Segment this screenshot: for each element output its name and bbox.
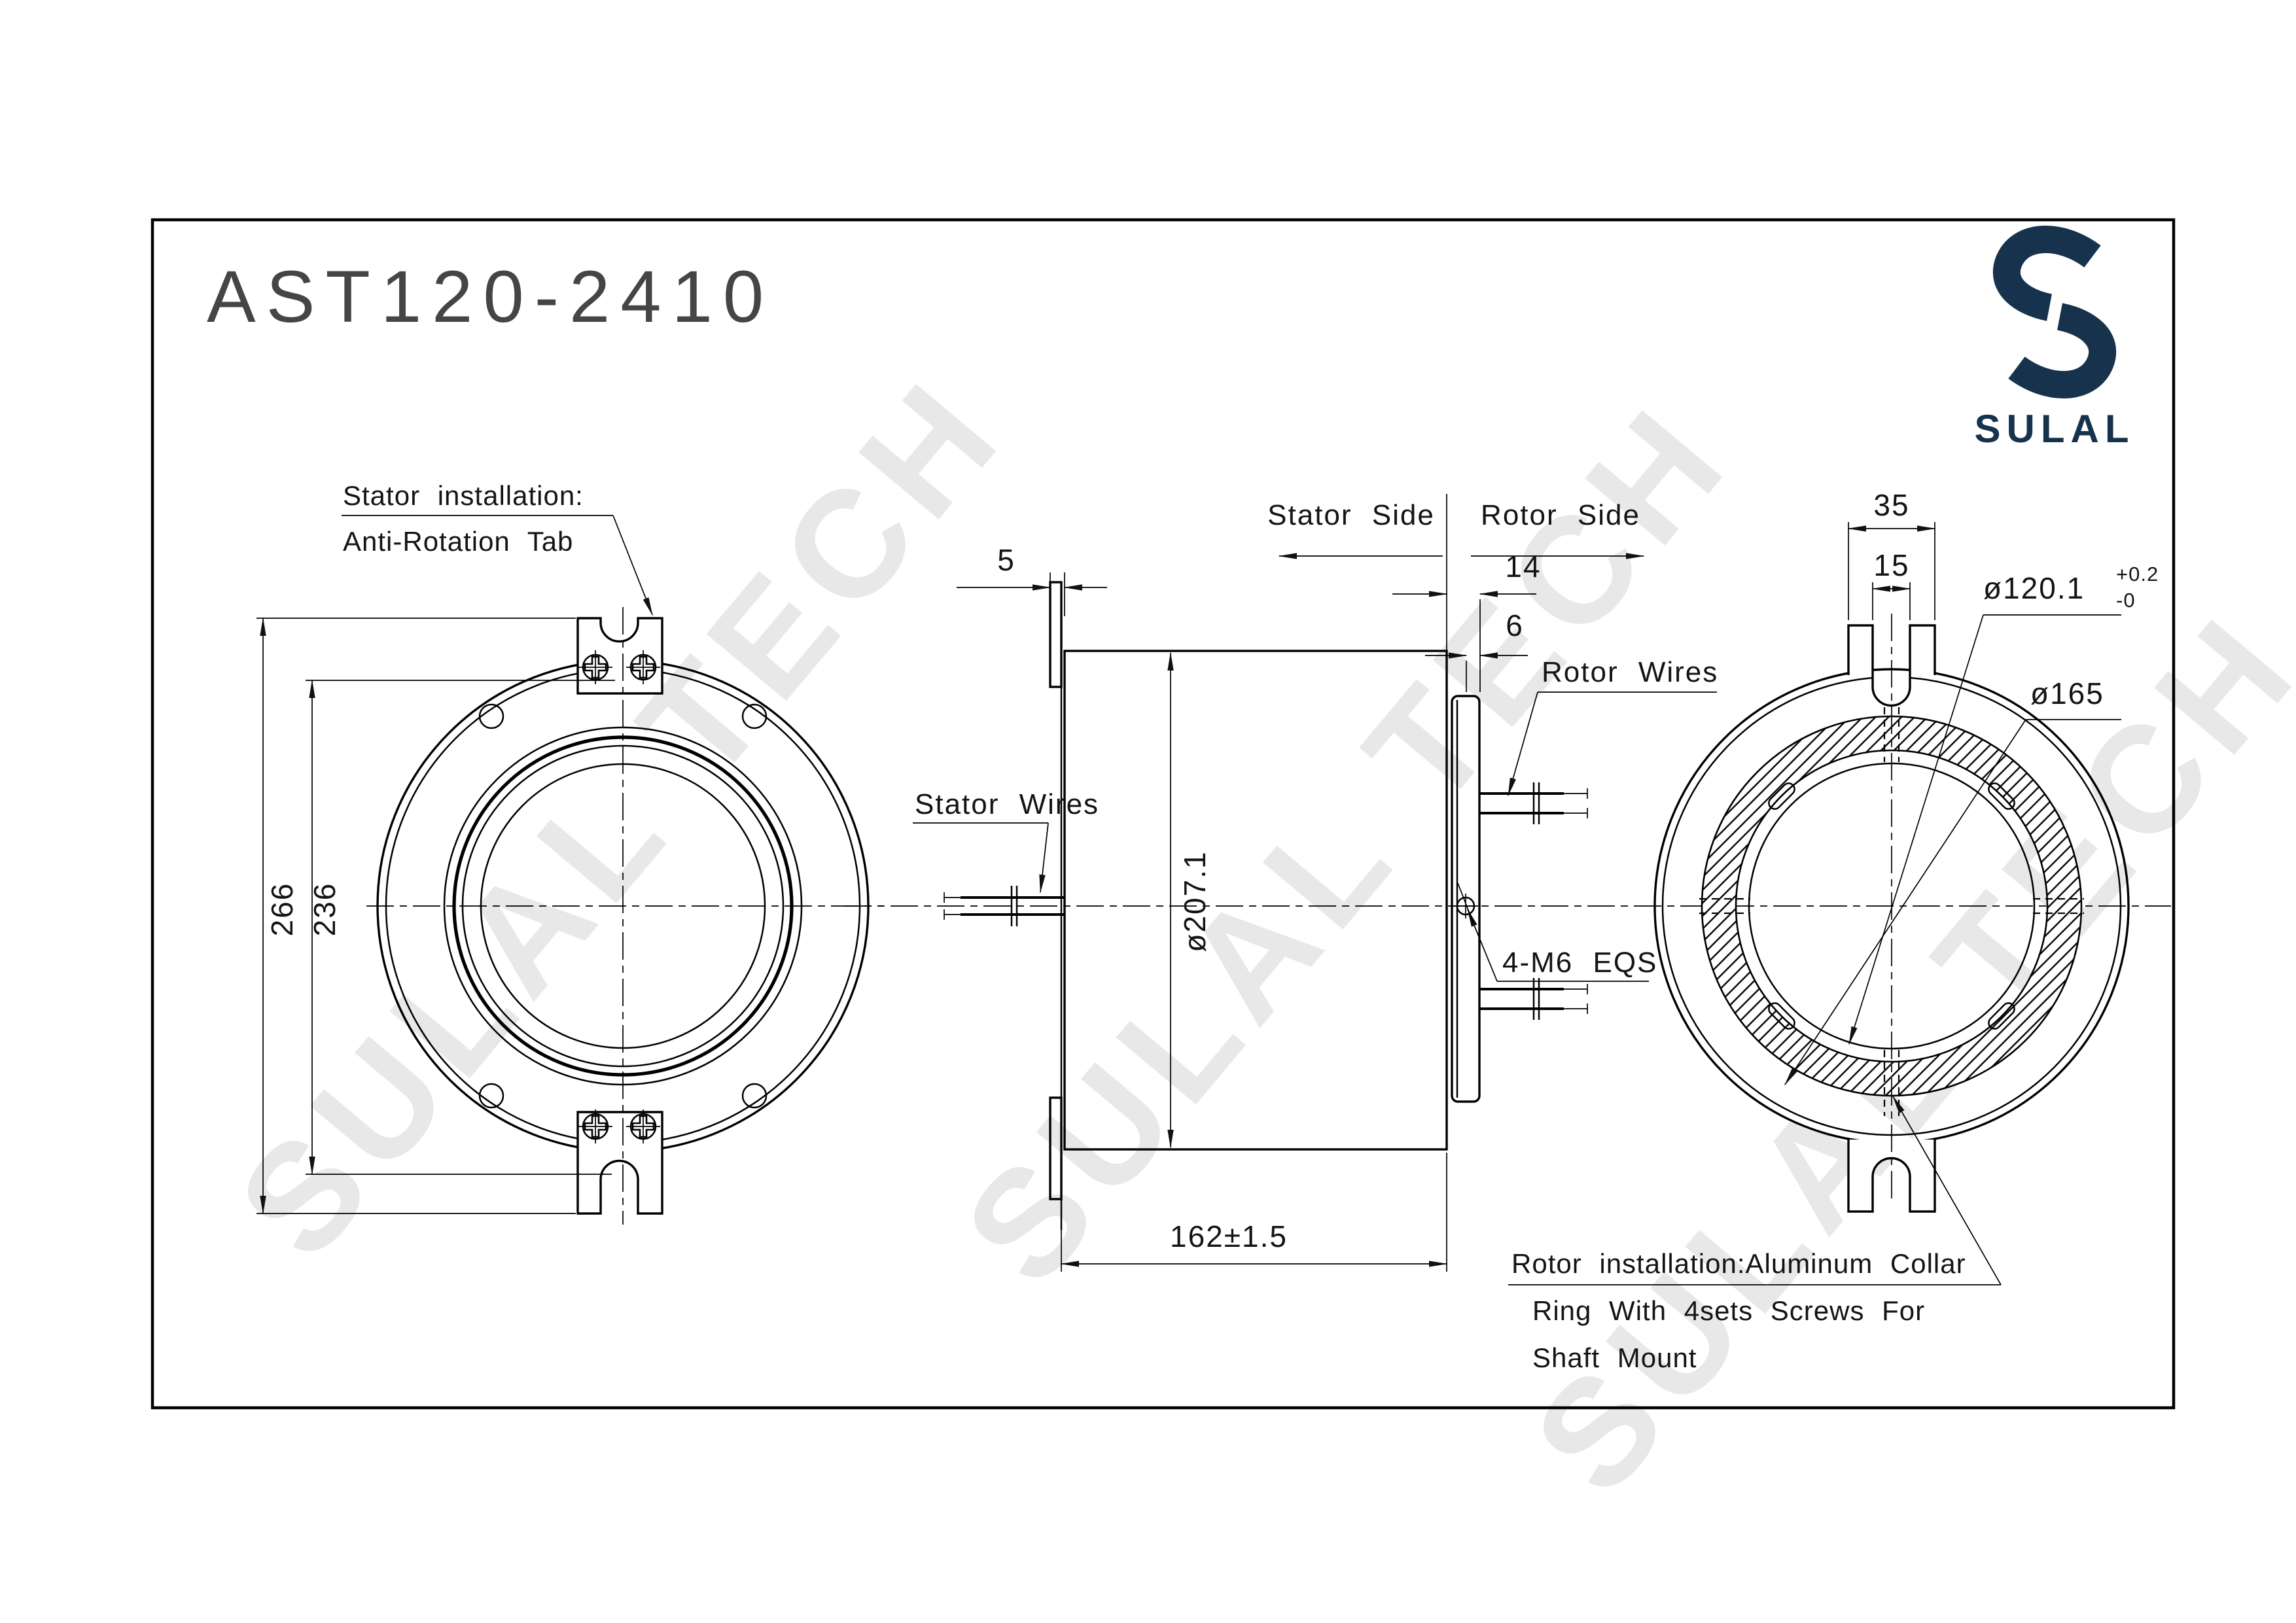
stator-installation-callout: Stator installation: Anti-Rotation Tab — [342, 480, 653, 616]
front-view: 266 236 Stator installation: Anti-Rotati… — [256, 480, 883, 1225]
bottom-tab — [576, 1111, 663, 1215]
side-direction-labels: Stator Side Rotor Side — [1267, 494, 1645, 693]
leader-line — [1892, 1095, 2002, 1285]
dim-5: 5 — [957, 543, 1107, 616]
dim-266-value: 266 — [265, 882, 299, 937]
collar-slot — [1768, 1002, 1795, 1030]
stator-wires-label: Stator Wires — [915, 788, 1099, 820]
dim-236-value: 236 — [308, 882, 342, 937]
dim-162: 162±1.5 — [1060, 1153, 1448, 1272]
flange-top-tab — [1049, 581, 1063, 688]
stator-body — [1063, 650, 1448, 1151]
mount-hole — [741, 1083, 768, 1109]
dim-162-value: 162±1.5 — [1170, 1219, 1288, 1253]
dim-266: 266 — [256, 617, 576, 1215]
watermark-layer: SULAL TECH SULAL TECH SULAL TECH — [206, 345, 2296, 1524]
collar-ring-hatched — [1701, 715, 2083, 1097]
rear-top-tab — [1847, 624, 1936, 707]
mount-hole — [478, 1083, 504, 1109]
mount-hole — [478, 703, 504, 729]
leader-line — [1848, 614, 1984, 1045]
dim-15: 15 — [1871, 548, 1911, 620]
m6-screws-label: 4-M6 EQS — [1502, 947, 1657, 979]
stator-wires-callout: Stator Wires — [913, 788, 1099, 894]
leader-line — [1508, 691, 1538, 797]
collar-od-value: ø165 — [2030, 676, 2104, 710]
mount-hole — [741, 703, 768, 729]
screw-icon — [626, 650, 660, 684]
drawing-border — [150, 218, 2176, 1410]
screw-icon — [626, 1109, 660, 1143]
bore-dim-value: ø120.1 — [1983, 571, 2085, 605]
page-title: AST120-2410 — [207, 256, 774, 338]
rotor-wires — [1479, 782, 1588, 1020]
rotor-side-label: Rotor Side — [1481, 499, 1640, 531]
leader-line — [612, 515, 653, 616]
rotor-wires-label: Rotor Wires — [1542, 656, 1718, 688]
callout-line1: Stator installation: — [343, 480, 584, 511]
dim-35-value: 35 — [1873, 488, 1909, 522]
collar-od-callout: ø165 — [1784, 676, 2121, 1086]
screw-icon — [578, 1109, 612, 1143]
leader-line — [1039, 822, 1049, 894]
dim-6-value: 6 — [1506, 608, 1524, 642]
screw-icon — [578, 650, 612, 684]
note-line2: Ring With 4sets Screws For — [1532, 1295, 1925, 1326]
bore-tol-minus: -0 — [2116, 589, 2136, 612]
dim-6: 6 — [1425, 608, 1528, 692]
rear-view: 35 15 ø120.1 +0.2 -0 ø165 Rotor installa… — [1508, 488, 2159, 1373]
rotor-collar-plate — [1451, 695, 1481, 1103]
dim-15-value: 15 — [1873, 548, 1909, 582]
stator-wires — [944, 886, 1064, 926]
dim-14: 14 — [1392, 550, 1541, 692]
collar-slot — [1988, 1002, 2015, 1030]
dim-5-value: 5 — [997, 543, 1016, 577]
m6-screws-callout: 4-M6 EQS — [1457, 882, 1657, 982]
collar-slot — [1988, 782, 2015, 810]
stator-side-label: Stator Side — [1267, 499, 1435, 531]
dim-236: 236 — [306, 679, 615, 1176]
note-line1: Rotor installation:Aluminum Collar — [1511, 1248, 1966, 1279]
dim-14-value: 14 — [1505, 550, 1541, 584]
collar-slot — [1768, 782, 1795, 810]
side-view: 5 Stator Side Rotor Side 14 6 Stator Wir… — [844, 494, 2171, 1272]
callout-line2: Anti-Rotation Tab — [343, 526, 573, 557]
bore-tol-plus: +0.2 — [2116, 563, 2159, 585]
note-line3: Shaft Mount — [1532, 1342, 1697, 1373]
logo-wordmark: SULAL — [1975, 407, 2135, 451]
rotor-installation-note: Rotor installation:Aluminum Collar Ring … — [1508, 1095, 2002, 1373]
dim-207: ø207.1 — [1167, 652, 1212, 1149]
logo-s-icon — [1992, 226, 2117, 398]
bore-dim-callout: ø120.1 +0.2 -0 — [1848, 563, 2159, 1045]
dim-35: 35 — [1847, 488, 1936, 620]
dim-207-value: ø207.1 — [1178, 850, 1212, 952]
logo: SULAL — [1975, 226, 2135, 451]
leader-line — [1784, 719, 2026, 1086]
rotor-wires-callout: Rotor Wires — [1508, 656, 1718, 797]
